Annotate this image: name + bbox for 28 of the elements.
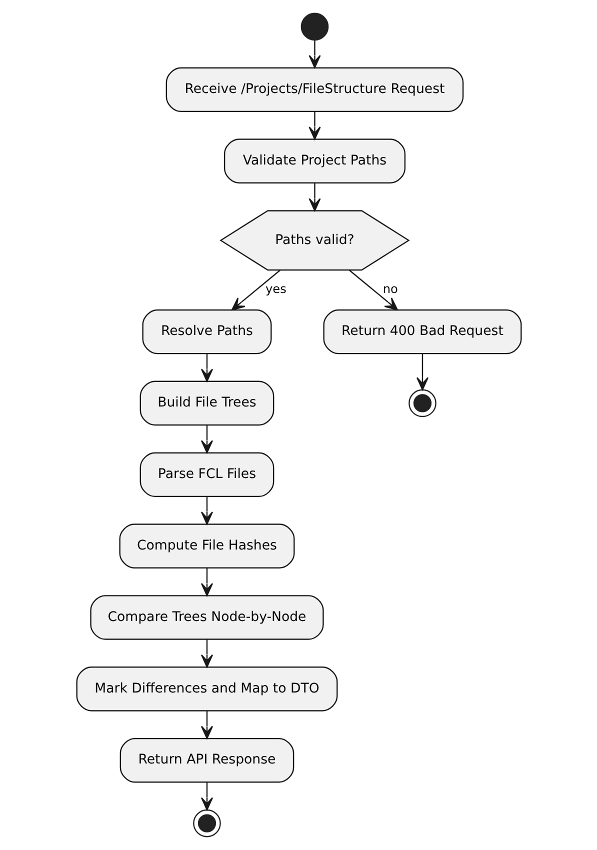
arrow: [200, 710, 213, 740]
node-box: Receive /Projects/FileStructure Request: [165, 67, 464, 112]
arrow: [200, 425, 213, 454]
arrow: [200, 782, 213, 810]
arrow: [308, 40, 320, 68]
edge-label: yes: [265, 282, 286, 296]
node-bullseye: [408, 389, 436, 418]
node-box: Resolve Paths: [142, 309, 272, 354]
arrow: [200, 354, 213, 382]
arrow: [308, 182, 320, 212]
node-circle: [300, 12, 328, 41]
node-box: Compute File Hashes: [118, 524, 294, 568]
arrow: [230, 270, 280, 310]
node-box: Return API Response: [119, 738, 294, 783]
node-box: Return 400 Bad Request: [322, 309, 522, 354]
arrow: [200, 568, 213, 596]
node-box: Compare Trees Node-by-Node: [90, 595, 324, 640]
arrow: [200, 639, 213, 668]
node-bullseye: [192, 809, 220, 838]
arrow: [348, 270, 398, 310]
arrow: [308, 112, 320, 140]
arrow: [200, 496, 213, 525]
node-box: Mark Differences and Map to DTO: [76, 666, 338, 712]
node-box: Build File Trees: [139, 380, 274, 426]
edge-label: no: [382, 282, 398, 296]
node-box: Parse FCL Files: [139, 452, 274, 498]
arrow: [416, 354, 428, 390]
node-box: Validate Project Paths: [223, 138, 406, 184]
